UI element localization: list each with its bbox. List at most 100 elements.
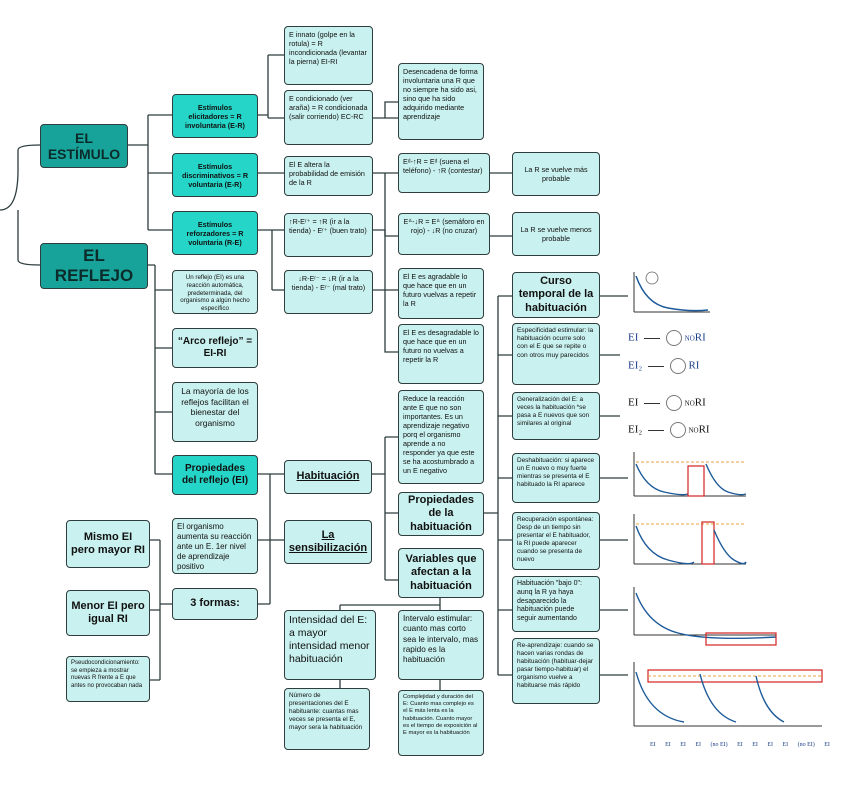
node-habituacion: Habituación [284,460,372,494]
x-axis-label: (no EI) [710,742,728,748]
x-axis-label: EI [665,742,671,748]
ei-label: EI [628,331,639,344]
node-discriminativos: Estímulos discriminativos = R voluntaria… [172,153,258,197]
node-pseudo: Pseudocondicionamiento: se empieza a mos… [66,656,150,702]
generalizacion-illustration-2: EI₂ NORI [628,422,738,442]
root-estimulo-label: EL ESTÍMULO [47,129,121,162]
node-reforzadores: Estímulos reforzadores = R voluntaria (R… [172,211,258,255]
ri-label: RI [688,359,700,372]
node-mismo-ei: Mismo EI pero mayor RI [66,520,150,568]
bajo-cero-plot [633,587,777,646]
intensidad-text: Intensidad del E: a mayor intensidad men… [289,614,370,666]
node-numero: Número de presentaciones del E habituant… [284,688,370,750]
edelta-text: Eᐞ-↓R = Eᐞ (semáforo en rojo) - ↓R (no c… [403,217,485,235]
especificidad-illustration: EI NORI [628,330,738,350]
node-menor-ei: Menor EI pero igual RI [66,590,150,636]
reaprendizaje-text: Re-aprendizaje: cuando se hacen varias r… [517,642,594,689]
reforzadores-label: Estímulos reforzadores = R voluntaria (R… [186,219,244,247]
node-e-condicionado: E condicionado (ver araña) = R condicion… [284,90,373,145]
node-desencadena: Desencadena de forma involuntaria una R … [398,63,484,140]
generalizacion-illustration: EI NORI [628,395,738,415]
deshabituacion-text: Deshabituación: si aparece un E nuevo o … [517,457,595,488]
node-variables: Variables que afectan a la habituación [398,548,484,598]
x-axis-label: EI [737,742,743,748]
node-edelta: Eᐞ-↓R = Eᐞ (semáforo en rojo) - ↓R (no c… [398,213,490,255]
node-desagradable: El E es desagradable lo que hace que en … [398,324,484,384]
deshabituacion-plot [633,452,747,497]
formas-text: 3 formas: [190,597,240,610]
especificidad-illustration-2: EI₂ RI [628,358,738,378]
node-propiedades-reflejo: Propiedades del reflejo (EI) [172,455,258,495]
node-formas: 3 formas: [172,588,258,620]
ri-label: RI [694,331,706,344]
node-intervalo: Intervalo estimular: cuanto mas corto se… [398,610,484,680]
ri-label: RI [698,423,710,436]
node-recuperacion: Recuperación espontánea: Desp de un tiem… [512,512,600,570]
x-axis-label: (no EI) [797,742,815,748]
reduce-text: Reduce la reacción ante E que no son imp… [403,394,475,475]
no-label: NO [688,426,699,435]
face-icon [645,271,659,285]
node-reduce: Reduce la reacción ante E que no son imp… [398,390,484,484]
node-elicitadores: Estímulos elicitadores = R involuntaria … [172,94,258,138]
ref-positivo-text: ↑R-Eʳ⁺ = ↑R (ir a la tienda) - Eʳ⁺ (buen… [289,217,367,235]
curso-temporal-plot [633,271,710,313]
recuperacion-text: Recuperación espontánea: Desp de un tiem… [517,516,594,563]
no-label: NO [684,334,695,343]
node-agradable: El E es agradable lo que hace que en un … [398,268,484,319]
node-propiedades-habituacion: Propiedades de la habituación [398,492,484,536]
node-mayoria: La mayoría de los reflejos facilitan el … [172,382,258,442]
altera-text: El E altera la probabilidad de emisión d… [289,160,365,187]
definicion-reflejo-text: Un reflejo (EI) es una reacción automáti… [180,274,250,312]
node-ref-negativo: ↓R-Eʳ⁻ = ↓R (ir a la tienda) - Eʳ⁻ (mal … [284,270,373,314]
root-estimulo: EL ESTÍMULO [40,124,128,168]
menor-ei-text: Menor EI pero igual RI [71,599,145,625]
mismo-ei-text: Mismo EI pero mayor RI [71,530,145,556]
face-icon [669,422,686,438]
ei2-label: EI₂ [628,423,643,436]
ed-text: Eᵈ-↑R = Eᵈ (suena el teléfono) - ↑R (con… [403,157,483,175]
node-altera: El E altera la probabilidad de emisión d… [284,156,373,196]
node-especificidad: Especificidad estimular: la habituación … [512,323,600,385]
recuperacion-plot [633,514,747,565]
ei2-label: EI₂ [628,359,643,372]
x-axis-label: EI [767,742,774,748]
x-axis-label: EI [824,742,830,748]
node-intensidad: Intensidad del E: a mayor intensidad men… [284,610,376,680]
x-axis-label: EI [695,742,702,748]
reaprendizaje-plot [633,662,823,727]
node-reaprendizaje: Re-aprendizaje: cuando se hacen varias r… [512,638,600,704]
desencadena-text: Desencadena de forma involuntaria una R … [403,67,478,121]
agradable-text: El E es agradable lo que hace que en un … [403,272,477,308]
propiedades-habituacion-text: Propiedades de la habituación [407,494,475,533]
node-generalizacion: Generalización del E: a veces la habitua… [512,392,600,440]
desagradable-text: El E es desagradable lo que hace que en … [403,328,479,364]
intervalo-text: Intervalo estimular: cuanto mas corto se… [403,614,479,664]
curso-temporal-text: Curso temporal de la habituación [518,275,594,314]
generalizacion-text: Generalización del E: a veces la habitua… [517,396,590,427]
face-icon [665,395,682,411]
node-ed: Eᵈ-↑R = Eᵈ (suena el teléfono) - ↑R (con… [398,153,490,193]
root-reflejo: EL REFLEJO [40,243,148,289]
node-definicion-reflejo: Un reflejo (EI) es una reacción automáti… [172,270,258,314]
variables-text: Variables que afectan a la habituación [405,553,477,592]
face-icon [669,358,686,374]
e-condicionado-text: E condicionado (ver araña) = R condicion… [289,94,368,121]
node-e-innato: E innato (golpe en la rotula) = R incond… [284,26,373,85]
x-axis-label: EI [680,742,686,748]
discriminativos-label: Estímulos discriminativos = R voluntaria… [181,161,249,189]
node-ref-positivo: ↑R-Eʳ⁺ = ↑R (ir a la tienda) - Eʳ⁺ (buen… [284,213,373,257]
mas-probable-text: La R se vuelve más probable [524,165,588,183]
propiedades-reflejo-text: Propiedades del reflejo (EI) [181,462,249,487]
node-bajo-cero: Habituación "bajo 0": aunq la R ya haya … [512,576,600,632]
ei-label: EI [628,396,639,409]
node-deshabituacion: Deshabituación: si aparece un E nuevo o … [512,453,600,503]
ref-negativo-text: ↓R-Eʳ⁻ = ↓R (ir a la tienda) - Eʳ⁻ (mal … [291,274,366,292]
sensibilizacion-text: La sensibilización [288,528,368,554]
node-curso-temporal: Curso temporal de la habituación [512,272,600,318]
node-mas-probable: La R se vuelve más probable [512,152,600,196]
node-arco-reflejo: “Arco reflejo” = EI-RI [172,328,258,368]
x-axis-label: EI [650,742,656,748]
